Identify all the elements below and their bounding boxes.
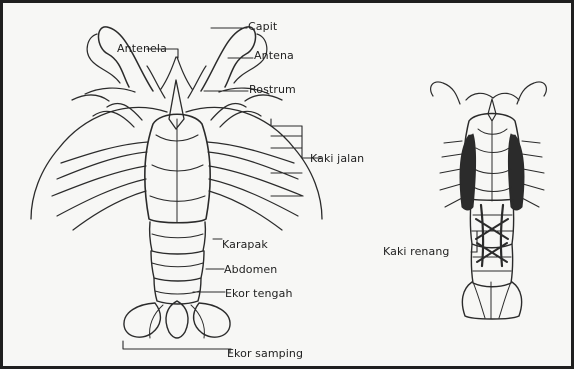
ekor-samping-label: Ekor samping: [227, 348, 303, 359]
capit-label: Capit: [248, 21, 277, 32]
right-lobster-illustration: [431, 82, 547, 319]
antenela-label: Antenela: [117, 43, 167, 54]
antena-label: Antena: [254, 50, 294, 61]
kaki-renang-label: Kaki renang: [383, 246, 450, 257]
kaki-jalan-label: Kaki jalan: [310, 153, 364, 164]
abdomen-label: Abdomen: [224, 264, 277, 275]
ekor-tengah-label: Ekor tengah: [225, 288, 293, 299]
rostrum-label: Rostrum: [249, 84, 296, 95]
karapak-label: Karapak: [222, 239, 268, 250]
